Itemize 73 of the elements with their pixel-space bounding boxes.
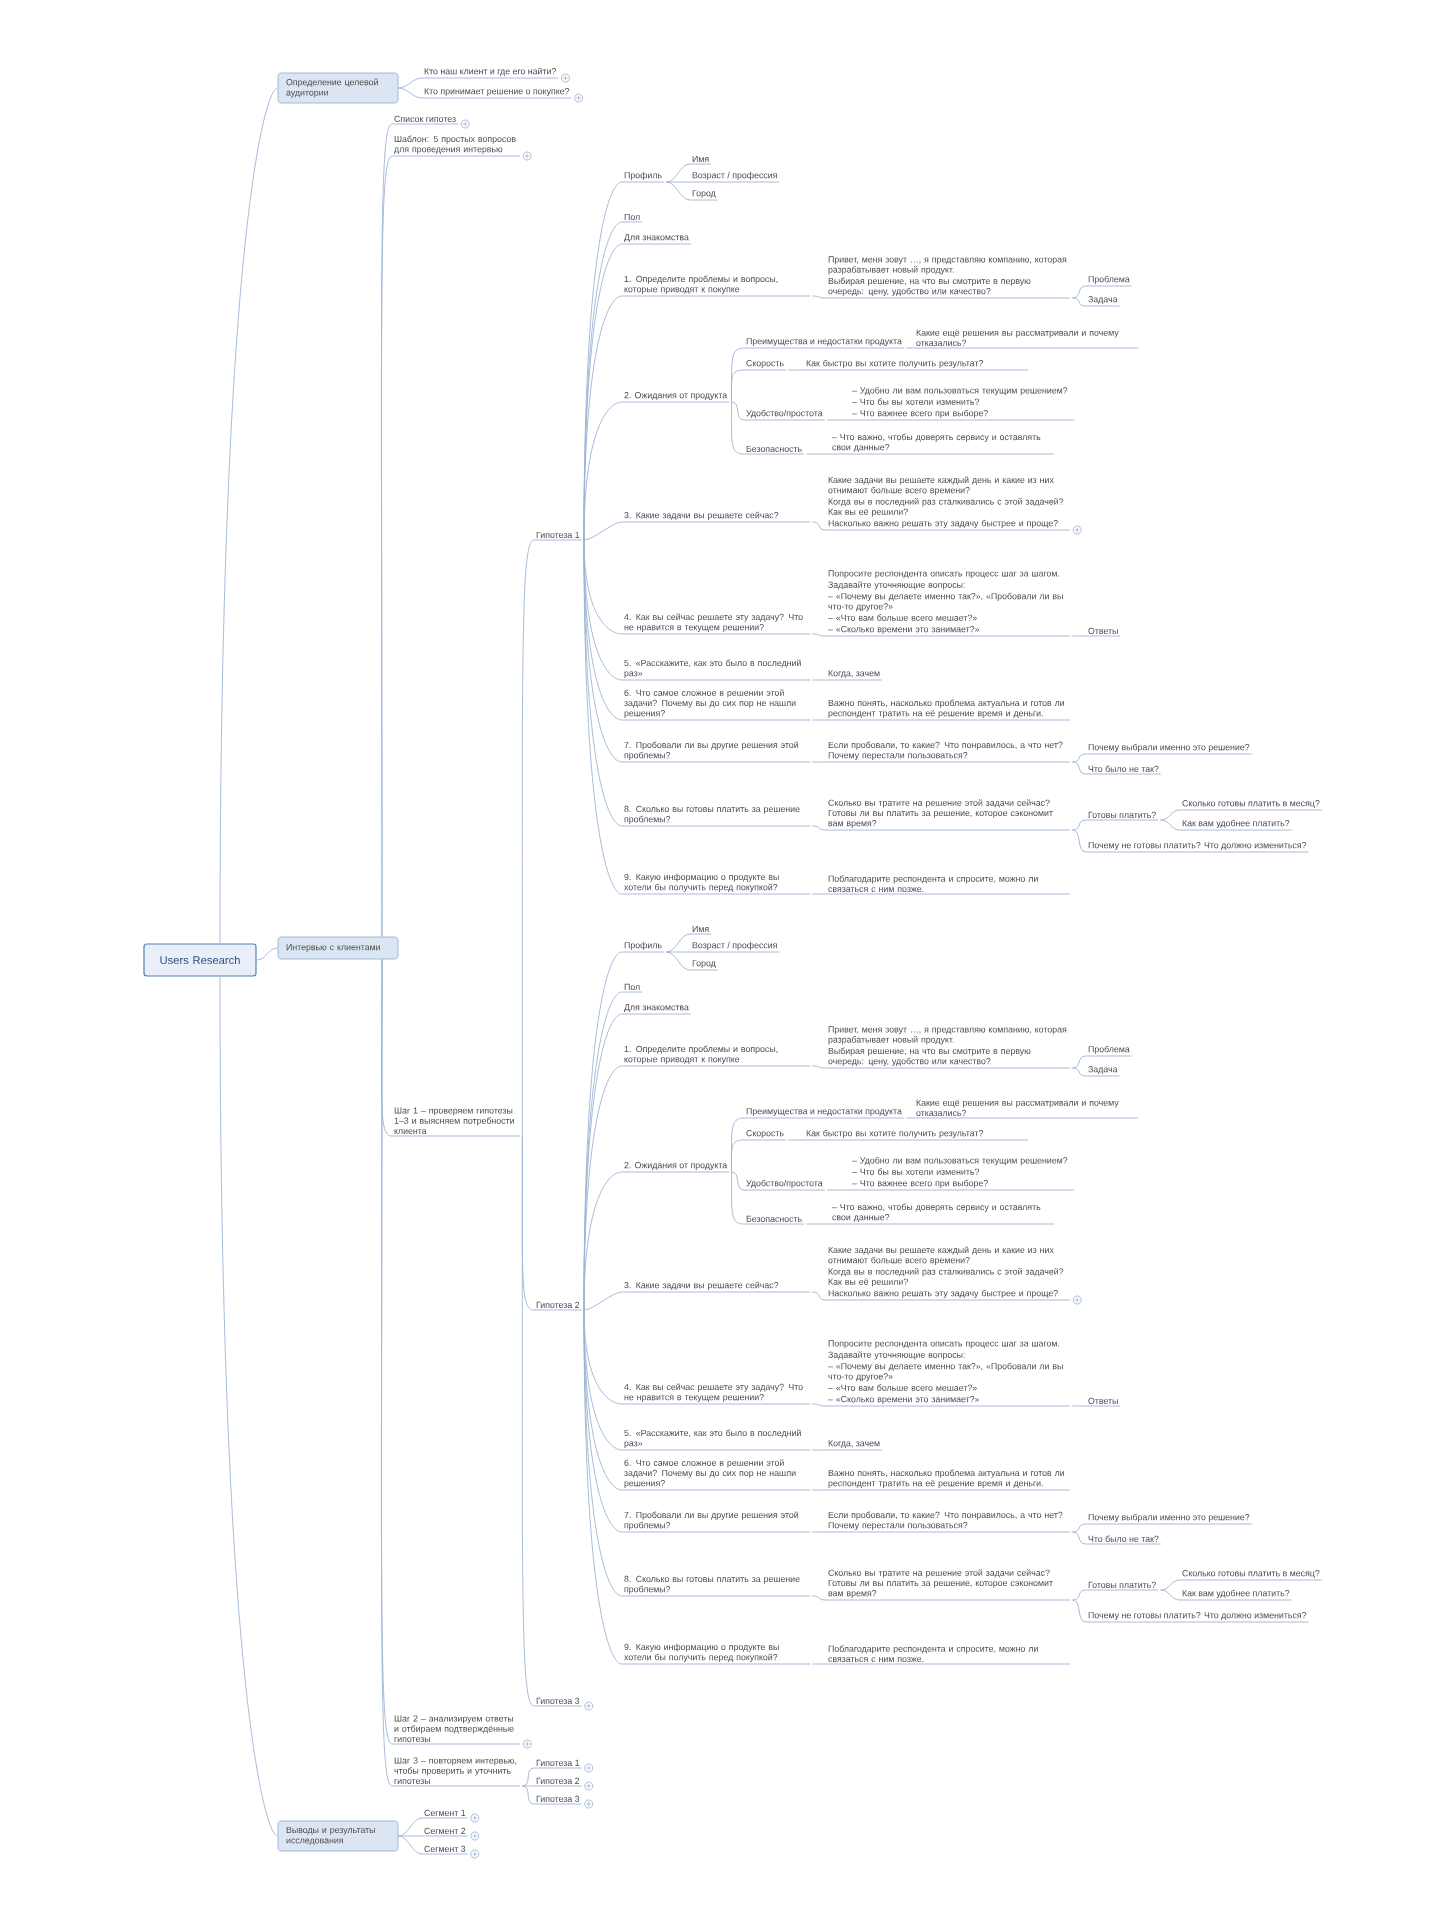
connector-line xyxy=(1071,1589,1087,1601)
connector-line xyxy=(811,719,827,721)
connector-line xyxy=(811,521,827,531)
connector-line xyxy=(521,539,535,1137)
connector-line xyxy=(1071,1067,1087,1077)
connector-line xyxy=(583,521,623,541)
connector-line xyxy=(521,1785,535,1787)
connector-line xyxy=(665,951,691,953)
connector-line xyxy=(1071,1523,1087,1533)
connector-line xyxy=(806,1223,831,1225)
connector-line xyxy=(731,401,745,421)
connector-line xyxy=(811,1449,827,1451)
connector-line xyxy=(1071,1531,1087,1545)
connector-line xyxy=(665,951,691,971)
connector-line xyxy=(583,539,623,895)
connector-line xyxy=(397,1835,423,1855)
connector-line xyxy=(731,369,745,403)
connector-line xyxy=(665,181,691,183)
connector-line xyxy=(1160,1589,1181,1601)
connector-line xyxy=(811,1065,827,1069)
connector-line xyxy=(787,1139,805,1141)
connector-line xyxy=(811,295,827,299)
connector-line xyxy=(811,1489,827,1491)
connector-line xyxy=(1160,1579,1181,1591)
connector-line xyxy=(811,893,827,895)
connector-line xyxy=(731,1139,745,1173)
connector-line xyxy=(521,1135,535,1707)
connector-line xyxy=(256,947,279,961)
connector-line xyxy=(811,633,827,637)
connector-line xyxy=(1071,285,1087,299)
connector-line xyxy=(811,1663,827,1665)
connector-line xyxy=(826,1189,851,1191)
connector-line xyxy=(905,1117,915,1119)
connector-line xyxy=(397,1817,423,1837)
connector-line xyxy=(665,933,691,953)
connector-line xyxy=(811,825,827,831)
connector-line xyxy=(806,453,831,455)
connector-line xyxy=(397,1835,423,1837)
connector-line xyxy=(219,976,279,1837)
connector-line xyxy=(731,1171,745,1225)
connector-line xyxy=(1071,635,1087,637)
connector-line xyxy=(1071,819,1087,831)
connector-line xyxy=(665,181,691,201)
connector-line xyxy=(521,1785,535,1805)
connector-line xyxy=(905,347,915,349)
connector-line xyxy=(583,1291,623,1311)
connector-line xyxy=(665,163,691,183)
connector-line xyxy=(731,1171,745,1191)
connector-line xyxy=(1071,829,1087,853)
connector-line xyxy=(811,1595,827,1601)
connector-line xyxy=(1071,1055,1087,1069)
connector-line xyxy=(583,1309,623,1665)
connector-line xyxy=(583,1171,623,1311)
connector-line xyxy=(397,77,423,89)
connector-line xyxy=(1160,819,1181,831)
connector-line xyxy=(397,87,423,99)
connector-line xyxy=(787,369,805,371)
connector-line xyxy=(811,1531,827,1533)
connector-line xyxy=(1160,809,1181,821)
connector-line xyxy=(521,1767,535,1787)
connector-line xyxy=(811,1291,827,1301)
connector-line xyxy=(811,761,827,763)
connector-line xyxy=(219,87,279,944)
connector-line xyxy=(826,419,851,421)
connector-line xyxy=(1071,1405,1087,1407)
connector-line xyxy=(1071,753,1087,763)
connector-line xyxy=(1071,1599,1087,1623)
connector-line xyxy=(811,1403,827,1407)
connector-line xyxy=(1071,761,1087,775)
connector-line xyxy=(1071,297,1087,307)
connector-line xyxy=(583,401,623,541)
connector-line xyxy=(811,679,827,681)
connector-line xyxy=(731,401,745,455)
